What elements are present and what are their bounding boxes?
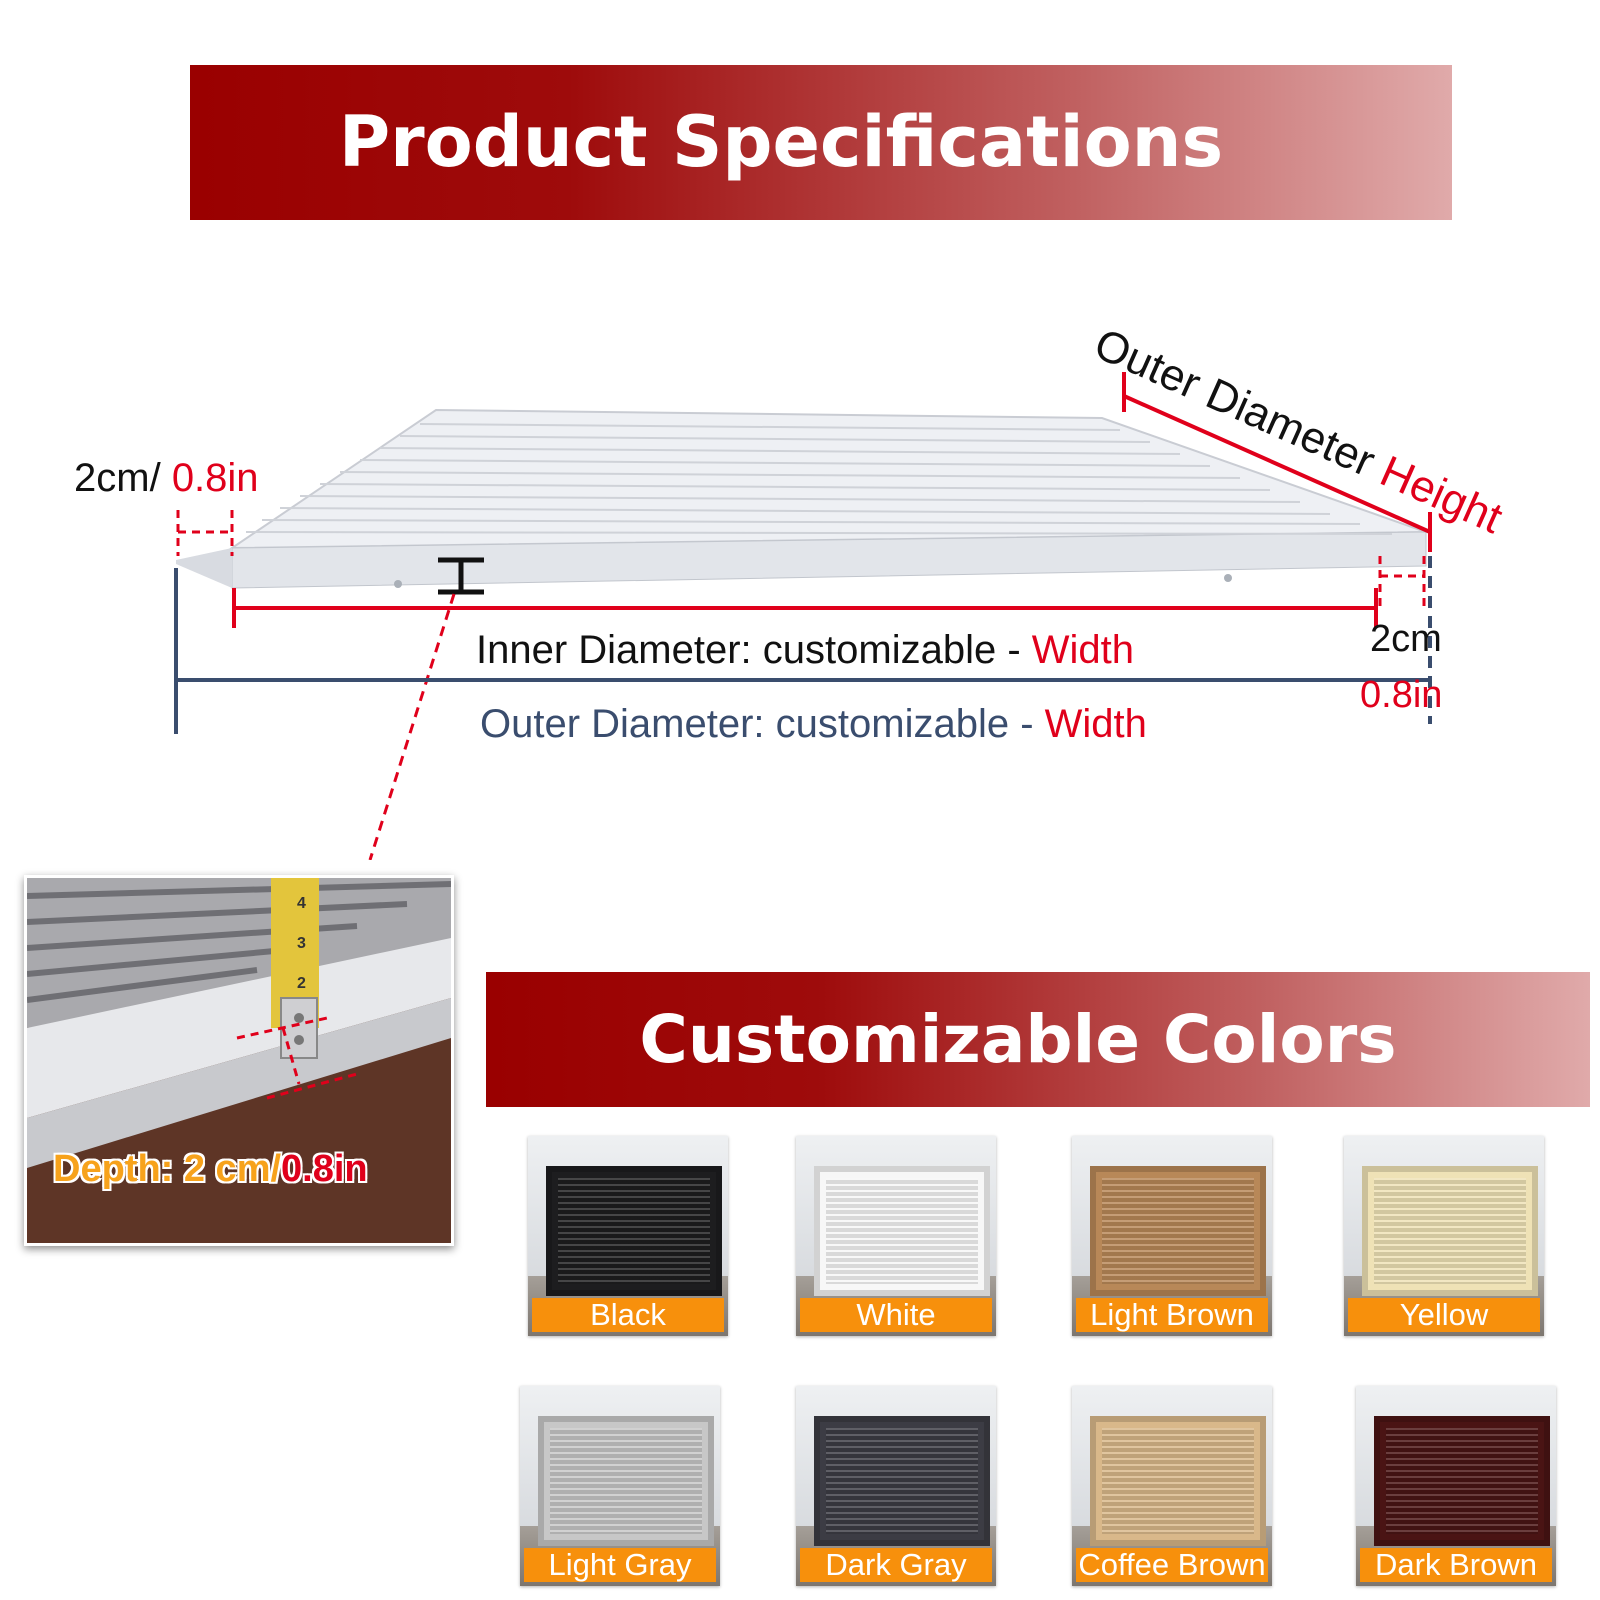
color-swatch-black: Black — [528, 1136, 728, 1336]
grille-screw-right — [1224, 574, 1232, 582]
color-swatch-yellow: Yellow — [1344, 1136, 1544, 1336]
inner-width-label: Inner Diameter: customizable - Width — [476, 630, 1134, 670]
swatch-louvres — [1102, 1178, 1254, 1284]
color-swatch-dark-brown: Dark Brown — [1356, 1386, 1556, 1586]
depth-marker — [438, 557, 484, 595]
swatch-louvres — [1374, 1178, 1526, 1284]
right-border-marker — [1378, 556, 1426, 612]
colors-banner-title: Customizable Colors — [639, 1001, 1397, 1078]
swatch-grille-panel — [1362, 1166, 1538, 1296]
color-swatch-white: White — [796, 1136, 996, 1336]
left-depth-label: 2cm/ 0.8in — [74, 458, 259, 498]
swatch-louvres — [1386, 1428, 1538, 1534]
depth-caption-text: Depth: 2 cm/ — [53, 1148, 282, 1190]
swatch-color-label: Dark Brown — [1360, 1548, 1552, 1582]
swatch-louvres — [826, 1178, 978, 1284]
banner-title: Product Specifications — [338, 101, 1224, 183]
outer-width-text: Outer Diameter: customizable - — [480, 702, 1034, 746]
tape-number-2: 2 — [297, 975, 306, 992]
swatch-color-label: Coffee Brown — [1076, 1548, 1268, 1582]
swatch-color-label: White — [800, 1298, 992, 1332]
swatch-louvres — [558, 1178, 710, 1284]
product-specifications-banner: Product Specifications — [190, 65, 1452, 220]
grille-screw-left — [394, 580, 402, 588]
left-border-marker — [176, 510, 234, 556]
depth-caption: Depth: 2 cm/0.8in — [53, 1148, 368, 1191]
swatch-grille-panel — [546, 1166, 722, 1296]
swatch-color-label: Dark Gray — [800, 1548, 992, 1582]
color-swatch-light-brown: Light Brown — [1072, 1136, 1272, 1336]
left-depth-in: 0.8in — [171, 456, 259, 500]
color-swatch-coffee-brown: Coffee Brown — [1072, 1386, 1272, 1586]
depth-detail-illustration: 2 3 4 — [27, 878, 451, 1243]
inset-leader-line — [368, 593, 456, 860]
tape-number-4: 4 — [297, 895, 306, 912]
inner-width-text: Inner Diameter: customizable - — [476, 628, 1021, 672]
swatch-grille-panel — [1090, 1166, 1266, 1296]
swatch-color-label: Black — [532, 1298, 724, 1332]
depth-detail-photo: 2 3 4 Depth: 2 cm/0.8in — [24, 875, 454, 1246]
right-border-in: 0.8in — [1360, 674, 1443, 716]
swatch-grille-panel — [538, 1416, 714, 1546]
right-border-cm: 2cm — [1370, 618, 1442, 660]
swatch-louvres — [826, 1428, 978, 1534]
inner-width-line — [232, 588, 1378, 628]
color-swatch-light-gray: Light Gray — [520, 1386, 720, 1586]
left-depth-cm: 2cm/ — [74, 456, 161, 500]
outer-height-line — [1122, 372, 1432, 552]
swatch-grille-panel — [1090, 1416, 1266, 1546]
swatch-louvres — [1102, 1428, 1254, 1534]
inner-width-accent: Width — [1031, 628, 1135, 672]
swatch-color-label: Light Gray — [524, 1548, 716, 1582]
customizable-colors-banner: Customizable Colors — [486, 972, 1590, 1107]
outer-width-line — [174, 556, 1432, 734]
swatch-color-label: Light Brown — [1076, 1298, 1268, 1332]
swatch-grille-panel — [814, 1416, 990, 1546]
depth-caption-value: 0.8in — [281, 1148, 368, 1190]
swatch-color-label: Yellow — [1348, 1298, 1540, 1332]
color-swatch-dark-gray: Dark Gray — [796, 1386, 996, 1586]
swatch-grille-panel — [1374, 1416, 1550, 1546]
outer-width-label: Outer Diameter: customizable - Width — [480, 704, 1147, 744]
tape-number-3: 3 — [297, 935, 306, 952]
outer-width-accent: Width — [1044, 702, 1147, 746]
grille-left-flange — [176, 548, 232, 588]
dimension-diagram — [174, 372, 1432, 860]
grille-louvres — [245, 423, 1393, 535]
swatch-grille-panel — [814, 1166, 990, 1296]
swatch-louvres — [550, 1428, 702, 1534]
